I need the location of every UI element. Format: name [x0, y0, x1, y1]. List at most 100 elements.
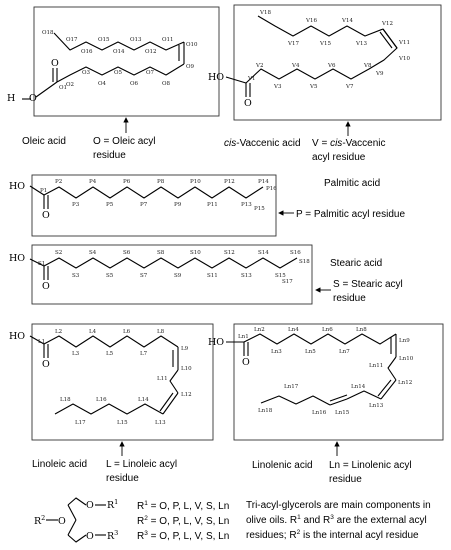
stearic-acid-structure: [29, 257, 298, 280]
stearic-acid-name: Stearic acid: [330, 258, 382, 269]
description-line1: Tri-acyl-glycerols are main components i…: [246, 500, 431, 511]
palmitic-atom-labels: P1 P2 P3 P4 P5 P6 P7 P8 P9 P10 P11 P12 P…: [40, 179, 277, 212]
atom-label: L16: [96, 397, 107, 403]
atom-label: Ln14: [351, 384, 366, 390]
atom-label: P16: [266, 186, 277, 192]
glycerol-description: Tri-acyl-glycerols are main components i…: [246, 500, 431, 541]
r2-superscript: 2: [41, 514, 45, 522]
r2-values: R2 = O, P, L, V, S, Ln: [137, 515, 229, 527]
atom-label: Ln1: [238, 334, 249, 340]
oleic-hydroxyl-o: O: [29, 93, 37, 104]
vaccenic-legend-italic: cis: [330, 138, 342, 149]
atom-label: O12: [145, 49, 157, 55]
desc3-sup: 2: [297, 529, 301, 536]
atom-label: L9: [181, 346, 189, 352]
atom-label: L3: [72, 351, 80, 357]
r3-legend-sup: 3: [144, 530, 148, 537]
atom-label: S9: [174, 273, 182, 279]
atom-label: O16: [81, 49, 93, 55]
atom-label: P9: [174, 202, 182, 208]
atom-label: O5: [114, 70, 123, 76]
atom-label: P3: [72, 202, 80, 208]
palmitic-hydroxyl: HO: [9, 181, 25, 192]
r1-values: R1 = O, P, L, V, S, Ln: [137, 500, 229, 512]
linoleic-acid-name: Linoleic acid: [32, 459, 87, 470]
atom-label: L13: [155, 420, 166, 426]
atom-label: L12: [181, 392, 192, 398]
atom-label: Ln13: [369, 403, 384, 409]
atom-label: L14: [138, 397, 149, 403]
palmitic-acid-name: Palmitic acid: [324, 178, 380, 189]
atom-label: S16: [290, 250, 301, 256]
desc2-sup1: 1: [297, 514, 301, 521]
stearic-legend-line1: S = Stearic acyl: [333, 279, 403, 290]
linolenic-hydroxyl: HO: [208, 337, 224, 348]
atom-label: Ln3: [271, 349, 282, 355]
atom-label: P2: [55, 179, 62, 185]
atom-label: S3: [72, 273, 80, 279]
atom-label: V17: [287, 41, 299, 47]
atom-label: O14: [113, 49, 125, 55]
linoleic-legend-line1: L = Linoleic acyl: [106, 459, 177, 470]
r1-legend-sup: 1: [144, 500, 148, 507]
desc3-post: is the internal acyl residue: [300, 530, 419, 541]
atom-label: P5: [106, 202, 114, 208]
linoleic-hydroxyl: HO: [9, 331, 25, 342]
atom-label: S5: [106, 273, 114, 279]
linoleic-carbonyl-o: O: [42, 359, 50, 370]
atom-label: V11: [398, 40, 410, 46]
linolenic-legend-line2: residue: [329, 474, 362, 485]
description-line3: residues; R2 is the internal acyl residu…: [246, 529, 419, 541]
linoleic-acid-structure: [29, 335, 179, 415]
substituent-legend: R1 = O, P, L, V, S, Ln R2 = O, P, L, V, …: [137, 500, 229, 542]
r2-legend-values: = O, P, L, V, S, Ln: [148, 516, 229, 527]
atom-label: S1: [38, 261, 45, 267]
atom-label: V8: [363, 63, 372, 69]
atom-label: S12: [224, 250, 235, 256]
atom-label: V2: [255, 63, 263, 69]
atom-label: Ln2: [254, 327, 265, 333]
atom-label: P15: [254, 206, 265, 212]
atom-label: V7: [345, 84, 354, 90]
atom-label: V18: [259, 10, 271, 16]
atom-label: V15: [319, 41, 331, 47]
desc2-sup2: 3: [330, 514, 334, 521]
atom-label: L7: [140, 351, 148, 357]
atom-label: V10: [398, 56, 410, 62]
vaccenic-legend-prefix: V =: [312, 138, 330, 149]
desc2-pre: olive oils. R: [246, 515, 297, 526]
palmitic-acid-box: [31, 174, 277, 237]
stearic-carbonyl-o: O: [42, 281, 50, 292]
atom-label: P11: [207, 202, 218, 208]
glycerol-r2: R2: [34, 514, 45, 527]
oleic-acid-box: [33, 6, 220, 117]
atom-label: P12: [224, 179, 235, 185]
desc2-mid: and R: [301, 515, 330, 526]
atom-label: Ln8: [356, 327, 367, 333]
atom-label: S14: [258, 250, 269, 256]
atom-label: Ln9: [399, 338, 410, 344]
oleic-atom-labels: O1 O2 O3 O4 O5 O6 O7 O8 O9 O10 O11 O12 O…: [42, 30, 198, 91]
atom-label: O18: [42, 30, 54, 36]
atom-label: P10: [190, 179, 201, 185]
atom-label: Ln5: [305, 349, 316, 355]
atom-label: S2: [55, 250, 62, 256]
atom-label: P14: [258, 179, 269, 185]
oleic-acid-structure: [22, 32, 185, 100]
linolenic-acid-name: Linolenic acid: [252, 460, 313, 471]
atom-label: S15: [275, 273, 286, 279]
atom-label: O3: [82, 70, 91, 76]
atom-label: V12: [381, 21, 393, 27]
linolenic-acid-structure: [226, 333, 397, 406]
palmitic-carbonyl-o: O: [42, 210, 50, 221]
atom-label: L2: [55, 329, 62, 335]
stearic-legend-line2: residue: [333, 293, 366, 304]
atom-label: S13: [241, 273, 252, 279]
atom-label: O4: [98, 81, 107, 87]
atom-label: P6: [123, 179, 131, 185]
glycerol-o1: O: [86, 500, 94, 511]
atom-label: O11: [162, 37, 174, 43]
desc2-post: are the external acyl: [334, 515, 427, 526]
r3-letter: R: [107, 531, 115, 542]
atom-label: L1: [38, 339, 45, 345]
